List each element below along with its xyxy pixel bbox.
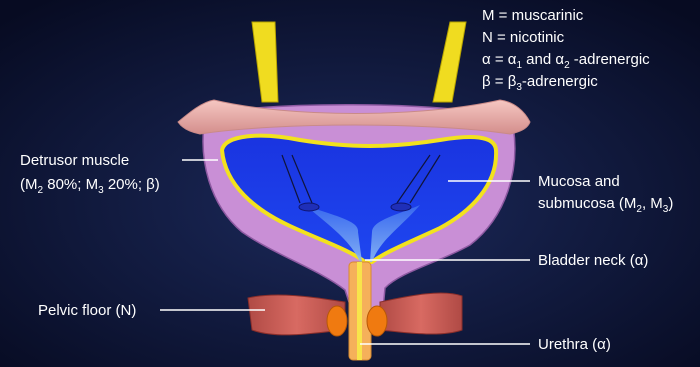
sphincter-left <box>327 306 347 336</box>
orifice-left <box>299 203 319 211</box>
legend-nicotinic: N = nicotinic <box>482 29 565 46</box>
pelvic-floor-right <box>380 293 462 334</box>
legend-muscarinic: M = muscarinic <box>482 7 584 24</box>
label-bladder-neck: Bladder neck (α) <box>538 252 648 269</box>
orifice-right <box>391 203 411 211</box>
sphincter-right <box>367 306 387 336</box>
label-pelvic-floor: Pelvic floor (N) <box>38 302 136 319</box>
label-urethra: Urethra (α) <box>538 336 611 353</box>
label-detrusor-muscle: Detrusor muscle <box>20 152 129 169</box>
urethra-lumen <box>357 262 362 360</box>
label-mucosa: Mucosa and <box>538 173 620 190</box>
